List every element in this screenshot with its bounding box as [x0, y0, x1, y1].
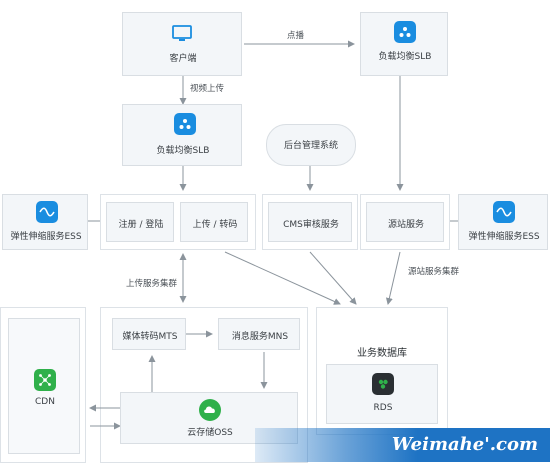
watermark-text: Weimahe'.com	[391, 434, 538, 455]
rds-label: RDS	[373, 403, 393, 413]
mts-label: 媒体转码MTS	[122, 332, 178, 342]
ess-left-label: 弹性伸缩服务ESS	[10, 232, 82, 242]
client-node: 客户端	[122, 12, 242, 76]
ess-right-label: 弹性伸缩服务ESS	[468, 232, 540, 242]
edge-label-video-upload: 视频上传	[190, 84, 225, 94]
elastic-scaling-icon	[36, 201, 58, 223]
oss-label: 云存储OSS	[187, 428, 233, 438]
client-label: 客户端	[169, 54, 197, 64]
upload-transcode-label: 上传 / 转码	[192, 220, 238, 230]
watermark-band: Weimahe'.com	[255, 428, 550, 462]
edge-label-upload-cluster: 上传服务集群	[126, 279, 178, 289]
business-database-title: 业务数据库	[357, 348, 407, 359]
origin-service-node: 源站服务	[366, 202, 444, 242]
elastic-scaling-icon	[493, 201, 515, 223]
load-balancer-icon	[394, 21, 416, 43]
rds-node: RDS	[326, 364, 438, 424]
cloud-storage-icon	[199, 399, 221, 421]
cdn-network-icon	[34, 369, 56, 391]
monitor-icon	[171, 23, 193, 45]
origin-service-label: 源站服务	[387, 220, 424, 230]
edge-label-origin-cluster: 源站服务集群	[408, 267, 460, 277]
register-login-node: 注册 / 登陆	[106, 202, 174, 242]
cms-review-label: CMS审核服务	[283, 220, 339, 230]
mts-node: 媒体转码MTS	[112, 318, 186, 350]
cdn-node: CDN	[8, 318, 80, 454]
admin-system-label: 后台管理系统	[283, 141, 338, 151]
upload-transcode-node: 上传 / 转码	[180, 202, 248, 242]
ess-left-node: 弹性伸缩服务ESS	[2, 194, 88, 250]
slb-mid-node: 负载均衡SLB	[122, 104, 242, 166]
slb-top-node: 负载均衡SLB	[360, 12, 448, 76]
register-login-label: 注册 / 登陆	[118, 220, 164, 230]
admin-system-node: 后台管理系统	[266, 124, 356, 166]
cdn-label: CDN	[35, 397, 55, 407]
mns-label: 消息服务MNS	[231, 332, 289, 342]
ess-right-node: 弹性伸缩服务ESS	[458, 194, 548, 250]
slb-mid-label: 负载均衡SLB	[156, 146, 210, 156]
mns-node: 消息服务MNS	[218, 318, 300, 350]
watermark-background	[255, 428, 550, 462]
database-icon	[372, 373, 394, 395]
edge-label-play: 点播	[287, 31, 305, 41]
load-balancer-icon	[174, 113, 196, 135]
slb-top-label: 负载均衡SLB	[378, 52, 432, 62]
cms-review-node: CMS审核服务	[268, 202, 352, 242]
